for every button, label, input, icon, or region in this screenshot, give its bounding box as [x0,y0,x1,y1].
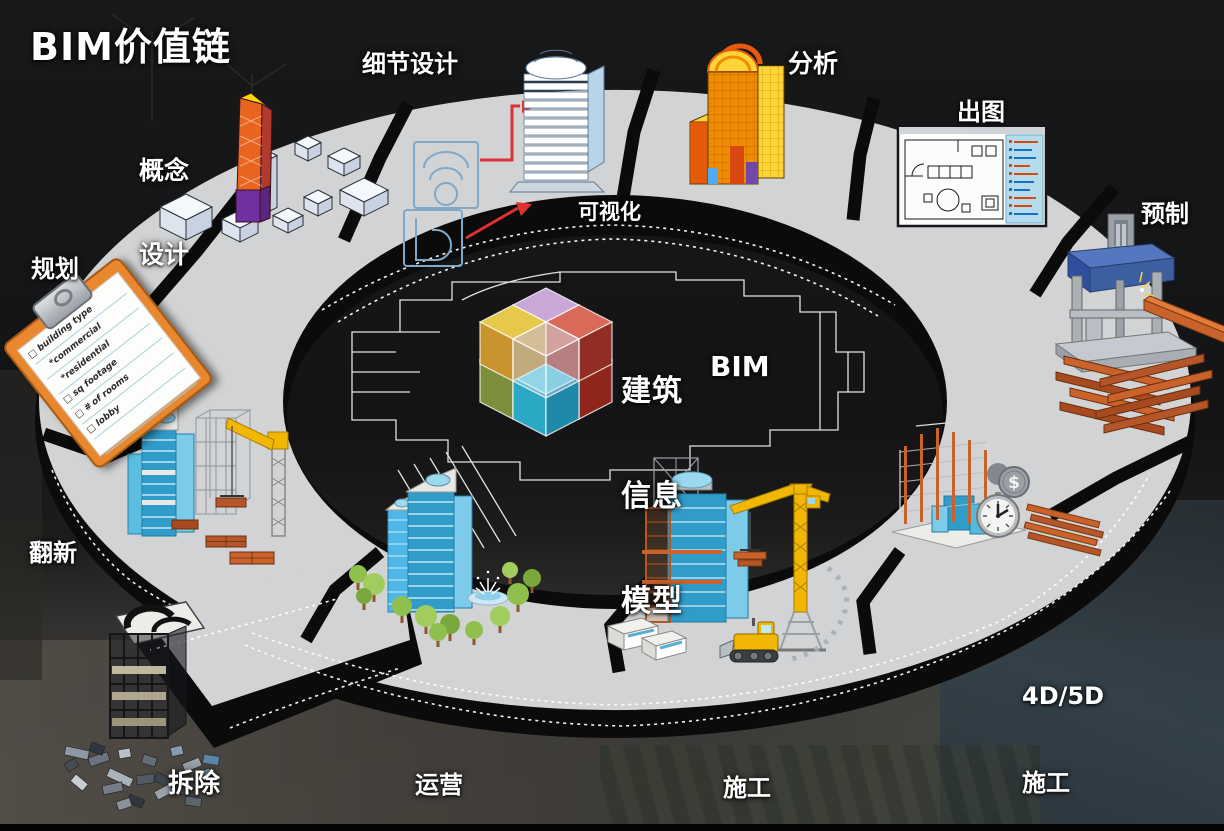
trees [349,562,541,647]
demolition-illustration [63,601,221,812]
detail-tower [508,49,606,193]
concept-tower [235,92,273,223]
brick-stacks [171,519,275,565]
label-4d5d-line2: 施工 [1022,769,1070,797]
welding-sparks-icon [1139,271,1155,297]
label-prefabrication: 预制 [1141,200,1189,228]
detail-design-illustration [403,49,606,267]
label-demolition: 拆除 [168,769,221,799]
label-detail-design: 细节设计 [362,50,458,78]
concept-design-illustration [158,92,390,243]
clipboard-clip-hole [50,285,77,311]
background-left-structure [0,370,42,680]
label-renovation: 翻新 [29,539,77,567]
label-concept-line1: 概念 [139,156,190,185]
label-bim-model-line1: 建筑 [621,374,683,409]
beam-pile [1055,353,1213,436]
label-concept-design: 概念 设计 [139,101,189,325]
fountain-icon [467,570,509,606]
label-construction-logistics: 施工 物流 [723,716,771,831]
label-visualization: 可视化 [578,200,641,224]
analysis-illustration [689,43,785,185]
bulldozer-icon [719,618,779,663]
footprint-path [785,566,849,663]
construction-logistics-illustration [606,457,849,663]
background-rail-tracks [600,745,1040,831]
label-analysis: 分析 [788,49,839,78]
label-om-line1: 运营 [415,771,463,799]
label-4d5d-line1: 4D/5D [1022,682,1105,710]
prefabrication-illustration [1054,213,1224,436]
wind-turbine-icon [111,13,287,152]
page-title: BIM价值链 [30,25,231,69]
operation-maintenance-illustration [349,467,541,647]
clock-icon [976,492,1020,538]
bottom-black-bar [0,824,1224,831]
label-bim-model-line2: 信息 [621,479,683,514]
dollar-coin-icon: $ [998,466,1030,498]
construction-building [642,457,749,623]
label-concept-line2: 设计 [139,240,190,269]
renovation-crane-icon [215,417,289,537]
legend-lines [1009,140,1038,215]
bim-cube-icon [478,287,614,437]
svg-text:$: $ [1008,473,1020,493]
site-trailers [606,617,688,661]
label-bim-model: 建筑 信息 模型 [621,304,683,689]
label-planning: 规划 [31,255,79,283]
label-operation-maintenance: 运营 维护 [415,713,463,831]
label-documentation: 出图 [957,98,1005,126]
label-bim-model-line3: 模型 [621,584,683,619]
steel-beams-icon [1023,503,1105,557]
label-logistics-line1: 施工 [723,774,771,802]
floor-plan [904,139,1004,220]
label-construction-4d5d: 4D/5D 施工 [1022,624,1104,831]
documentation-panel [896,124,1048,228]
construction-4d5d-illustration: $ [891,421,1105,557]
debris-pile [63,741,221,812]
label-bim-acronym: BIM [710,350,770,383]
